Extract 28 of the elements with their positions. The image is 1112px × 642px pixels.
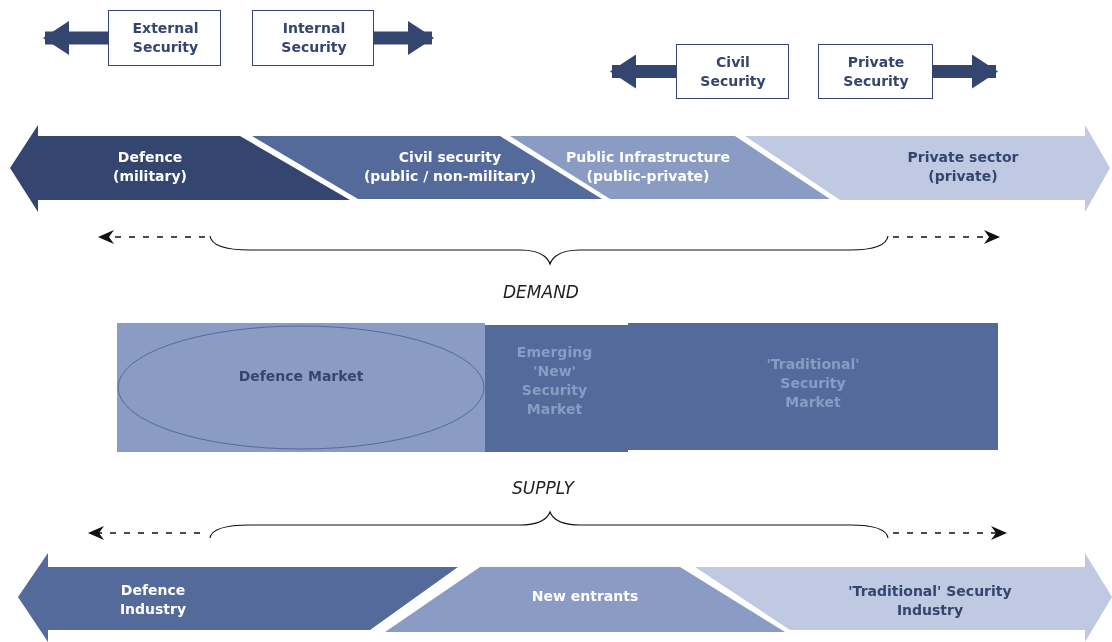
node-label: (private) [927, 167, 999, 186]
node-label: Private Security [842, 53, 910, 91]
node-label: New entrants [530, 587, 640, 606]
node-label: Civil Security [699, 53, 767, 91]
security-box [252, 10, 374, 66]
section-label: DEMAND [503, 282, 579, 302]
market-block [628, 323, 998, 450]
node-label: Defence [116, 148, 184, 167]
node-label: Internal Security [280, 19, 348, 57]
arrow [43, 21, 108, 55]
node-label: Defence Market [237, 367, 365, 386]
market-block [485, 325, 628, 452]
security-box [108, 10, 221, 66]
security-box [676, 44, 789, 99]
node-label: Defence Industry [118, 581, 188, 619]
node-label: (military) [112, 167, 188, 186]
node-label: Public Infrastructure [565, 148, 731, 167]
node-label: Private sector [906, 148, 1020, 167]
section-label: SUPPLY [512, 478, 574, 498]
node-label: (public / non-military) [362, 167, 538, 186]
node-label: Civil security [397, 148, 503, 167]
node-label: (public-private) [585, 167, 711, 186]
arrow [374, 21, 434, 55]
security-box [818, 44, 933, 99]
node-label: 'Traditional' Security Industry [847, 582, 1013, 620]
arrow [933, 54, 998, 89]
node-label: External Security [131, 19, 200, 57]
arrow [610, 54, 676, 89]
